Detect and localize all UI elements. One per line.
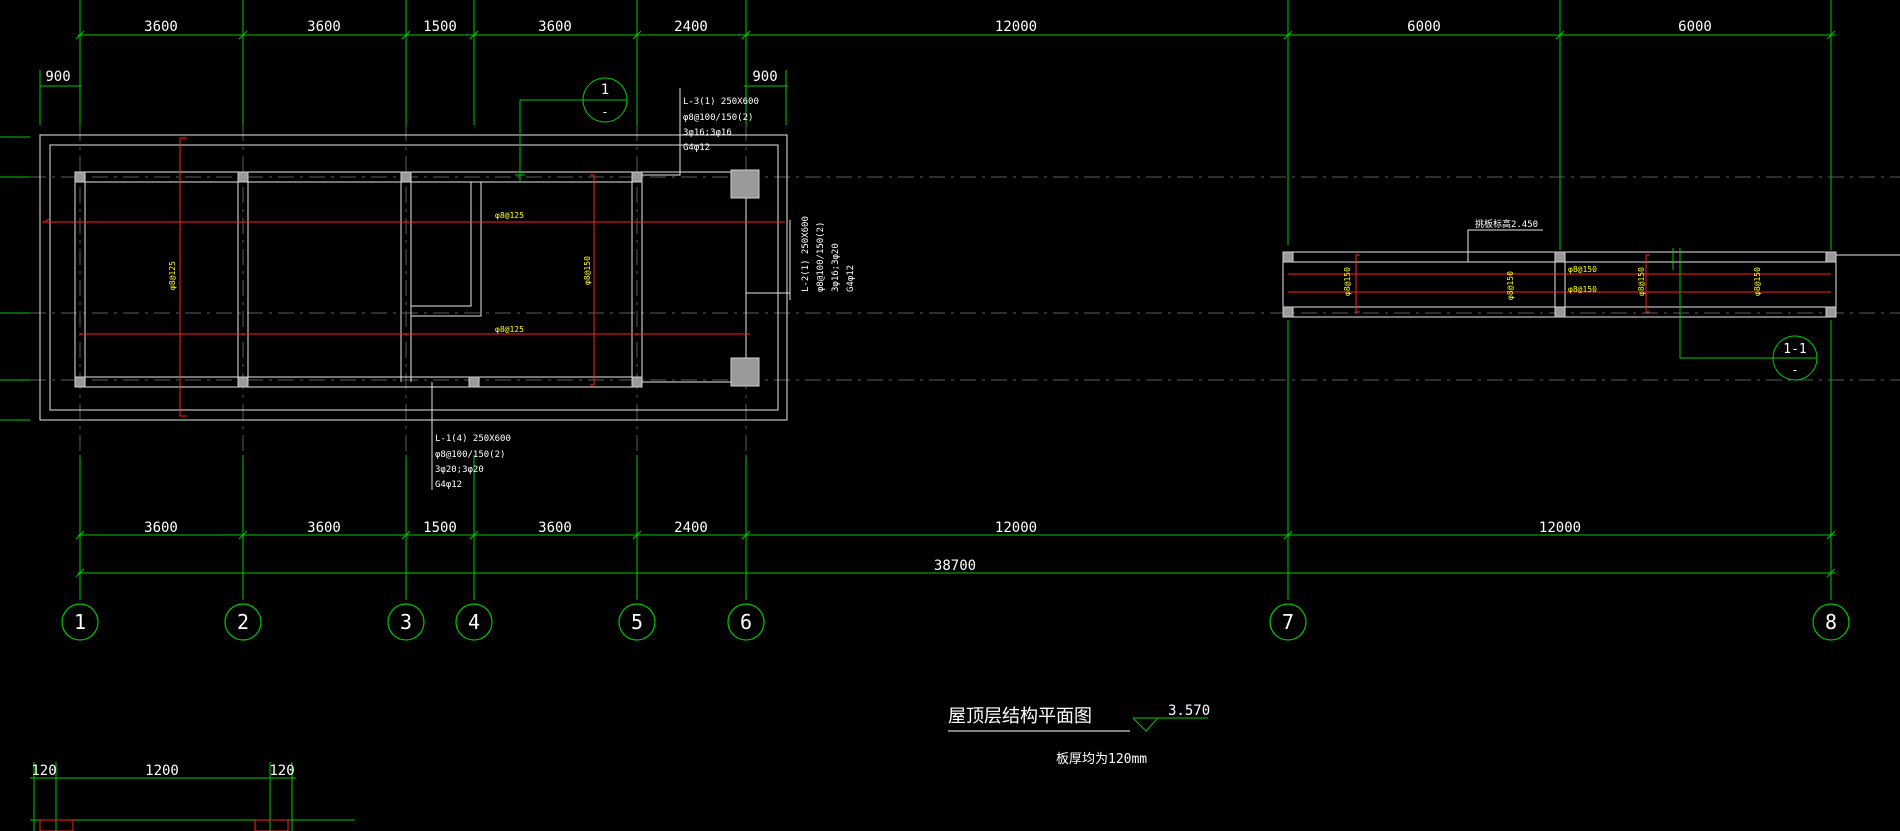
small-dim-3: 120 <box>269 763 294 779</box>
rebar-labels: φ8@125 φ8@125 φ8@125 φ8@150 <box>168 211 592 334</box>
dim-right-900: 900 <box>752 69 777 85</box>
rebar-label-1: φ8@125 <box>495 211 524 220</box>
elevation-value: 3.570 <box>1168 703 1210 719</box>
beam-L3-line4: G4φ12 <box>683 143 710 153</box>
section-1-sub: - <box>601 105 608 119</box>
dims-bottom: 3600 3600 1500 3600 2400 12000 12000 387… <box>144 520 1581 574</box>
dim-top-3: 1500 <box>423 19 457 35</box>
axis-8: 8 <box>1825 610 1837 634</box>
grid-axis-lines <box>79 0 1832 600</box>
beam-L1: L-1(4) 250X600 φ8@100/150(2) 3φ20;3φ20 G… <box>431 382 511 490</box>
rebar-label-2: φ8@125 <box>495 325 524 334</box>
axis-1: 1 <box>74 610 86 634</box>
beam-L3: L-3(1) 250X600 φ8@100/150(2) 3φ16;3φ16 G… <box>642 88 759 176</box>
beam-L1-line1: L-1(4) 250X600 <box>435 434 511 444</box>
columns-right <box>1282 251 1837 318</box>
axis-bubbles <box>61 603 1850 641</box>
right-v4: φ8@150 <box>1753 267 1762 296</box>
rebar-label-4: φ8@150 <box>583 256 592 285</box>
dim-top-8: 6000 <box>1678 19 1712 35</box>
left-plan <box>39 134 788 421</box>
right-top-leader: 挑板标高2.450 <box>1467 218 1543 262</box>
section-11-num: 1-1 <box>1783 342 1806 357</box>
right-rebar-labels: φ8@150 φ8@150 φ8@150 φ8@150 φ8@150 φ8@15… <box>1343 265 1762 300</box>
dim-top-7: 6000 <box>1407 19 1441 35</box>
right-v2: φ8@150 <box>1506 271 1515 300</box>
section-1-num: 1 <box>601 82 609 98</box>
drawing-title: 屋顶层结构平面图 <box>948 706 1092 727</box>
axis-labels: 1 2 3 4 5 6 7 8 <box>74 610 1837 634</box>
right-h1: φ8@150 <box>1568 265 1597 274</box>
beam-L1-line2: φ8@100/150(2) <box>435 450 505 460</box>
rebar-label-3: φ8@125 <box>168 261 177 290</box>
beam-L2: L-2(1) 250X600 φ8@100/150(2) 3φ16;3φ20 G… <box>746 216 856 300</box>
axis-7: 7 <box>1282 610 1294 634</box>
dims-top: 3600 3600 1500 3600 2400 12000 6000 6000… <box>45 19 1712 85</box>
beam-L1-line3: 3φ20;3φ20 <box>435 465 484 475</box>
axis-5: 5 <box>631 610 643 634</box>
dim-top-2: 3600 <box>307 19 341 35</box>
dim-top-4: 3600 <box>538 19 572 35</box>
dimension-lines <box>0 30 1836 578</box>
dim-bot-7: 12000 <box>1539 520 1581 536</box>
right-v3: φ8@150 <box>1637 267 1646 296</box>
beam-L1-line4: G4φ12 <box>435 480 462 490</box>
dim-top-5: 2400 <box>674 19 708 35</box>
dim-top-6: 12000 <box>995 19 1037 35</box>
columns-left <box>74 169 760 388</box>
section-11-sub: - <box>1791 363 1798 377</box>
beam-L3-line1: L-3(1) 250X600 <box>683 97 759 107</box>
right-v1: φ8@150 <box>1343 267 1352 296</box>
right-rebar-lines <box>1288 254 1831 313</box>
dim-bot-3: 1500 <box>423 520 457 536</box>
dim-bot-5: 2400 <box>674 520 708 536</box>
small-dim-2: 1200 <box>145 763 179 779</box>
beam-L2-line1: L-2(1) 250X600 <box>801 216 811 292</box>
detail-bottom-left: 120 1200 120 <box>30 762 355 831</box>
axis-6: 6 <box>740 610 752 634</box>
beam-L2-line3: 3φ16;3φ20 <box>831 243 841 292</box>
centerlines <box>30 125 1900 455</box>
dim-left-900: 900 <box>45 69 70 85</box>
dim-total: 38700 <box>934 558 976 574</box>
rebar-lines <box>42 137 785 417</box>
title-block: 屋顶层结构平面图 3.570 板厚均为120mm <box>948 703 1210 767</box>
axis-4: 4 <box>468 610 480 634</box>
axis-3: 3 <box>400 610 412 634</box>
beam-L2-line4: G4φ12 <box>846 265 856 292</box>
right-h2: φ8@150 <box>1568 285 1597 294</box>
dim-bot-1: 3600 <box>144 520 178 536</box>
section-marker-1: 1 - <box>515 77 628 182</box>
small-dim-1: 120 <box>31 763 56 779</box>
dim-bot-6: 12000 <box>995 520 1037 536</box>
dim-top-1: 3600 <box>144 19 178 35</box>
beam-L3-line2: φ8@100/150(2) <box>683 113 753 123</box>
right-top-label: 挑板标高2.450 <box>1475 218 1538 230</box>
beam-L2-line2: φ8@100/150(2) <box>816 222 826 292</box>
slab-note: 板厚均为120mm <box>1056 752 1147 767</box>
section-marker-11: 1-1 - <box>1672 248 1818 381</box>
beam-L3-line3: 3φ16;3φ16 <box>683 128 732 138</box>
axis-2: 2 <box>237 610 249 634</box>
dim-bot-2: 3600 <box>307 520 341 536</box>
dim-bot-4: 3600 <box>538 520 572 536</box>
